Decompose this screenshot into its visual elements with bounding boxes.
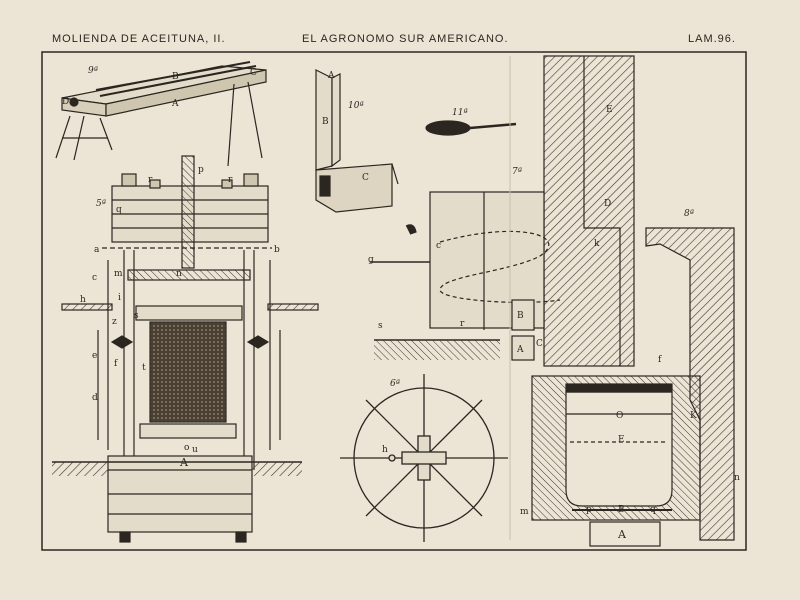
figure-11-number: 11ª bbox=[452, 108, 468, 118]
figure-8-boiler-section bbox=[531, 227, 735, 547]
publication-title: EL AGRONOMO SUR AMERICANO. bbox=[302, 33, 509, 45]
figure-11-paddle bbox=[425, 120, 517, 136]
figure-7-number: 7ª bbox=[512, 167, 522, 177]
fig5-label-z: z bbox=[112, 317, 117, 327]
fig5-label-d: d bbox=[92, 393, 98, 403]
fig10-label-b: B bbox=[322, 117, 329, 127]
fig8-label-A: A bbox=[617, 528, 627, 541]
fig5-label-h: h bbox=[80, 295, 86, 305]
fig7-label-D: D bbox=[604, 199, 611, 209]
figure-6-radial-paddle-wheel bbox=[340, 374, 508, 542]
fig5-label-u: u bbox=[192, 445, 198, 455]
fig9-label-b: B bbox=[172, 72, 179, 82]
fig5-label-o: o bbox=[184, 443, 189, 453]
figure-9-number: 9ª bbox=[88, 66, 98, 76]
fig5-label-a: a bbox=[94, 245, 100, 255]
fig7-label-s: s bbox=[378, 321, 383, 331]
fig8-label-E: E bbox=[618, 435, 625, 445]
figure-6-number: 6ª bbox=[390, 379, 400, 389]
figure-10-number: 10ª bbox=[348, 101, 364, 111]
fig8-label-O: O bbox=[616, 411, 623, 421]
figure-5-olive-press bbox=[52, 155, 319, 543]
fig5-label-n: n bbox=[176, 269, 182, 279]
fig9-label-c: C bbox=[250, 68, 257, 78]
fig7-label-r: r bbox=[460, 319, 465, 329]
fig5-label-s: s bbox=[134, 311, 139, 321]
fig7-label-E: E bbox=[606, 105, 613, 115]
fig7-label-B: B bbox=[517, 311, 524, 321]
fig5-label-q: q bbox=[116, 205, 122, 215]
fig8-label-q: q bbox=[650, 505, 656, 515]
fig5-label-f: f bbox=[114, 359, 118, 369]
fig8-label-B: B bbox=[618, 505, 625, 515]
fig7-label-A: A bbox=[516, 345, 524, 355]
figure-8-number: 8ª bbox=[684, 209, 694, 219]
fig10-label-c: C bbox=[362, 173, 369, 183]
figure-5-number: 5ª bbox=[96, 199, 106, 209]
fig5-label-e: e bbox=[92, 351, 97, 361]
fig10-label-a: A bbox=[327, 71, 335, 81]
fig8-label-m: m bbox=[520, 507, 529, 517]
plate-number: LAM.96. bbox=[688, 33, 736, 45]
fig5-label-m: m bbox=[114, 269, 123, 279]
fig7-label-g: g bbox=[368, 255, 374, 265]
fig5-label-r-left: r bbox=[148, 175, 153, 185]
figure-10-bracket bbox=[315, 69, 399, 213]
fig8-label-f: f bbox=[658, 355, 662, 365]
fig5-label-c: c bbox=[92, 273, 97, 283]
fig7-label-C: C bbox=[536, 339, 543, 349]
fig8-label-p: p bbox=[586, 505, 592, 515]
fig8-label-n: n bbox=[734, 473, 740, 483]
fig5-label-t: t bbox=[142, 363, 146, 373]
plate-border bbox=[41, 51, 747, 551]
fig5-label-b: b bbox=[274, 245, 280, 255]
fig6-label-h: h bbox=[382, 445, 388, 455]
fig9-label-a: A bbox=[171, 99, 179, 109]
fig5-label-r-right: r bbox=[228, 175, 233, 185]
fig5-label-A: A bbox=[179, 456, 189, 469]
fig8-label-K: K bbox=[690, 411, 697, 421]
plate-section-title: MOLIENDA DE ACEITUNA, II. bbox=[52, 33, 226, 45]
figure-9-trough-stand bbox=[55, 61, 267, 167]
fig7-label-c: c bbox=[436, 241, 441, 251]
figure-7-tank-section bbox=[370, 55, 635, 540]
fig9-label-d: D bbox=[62, 97, 69, 107]
fig7-label-k: k bbox=[594, 239, 600, 249]
fig5-label-i: i bbox=[118, 293, 121, 303]
fig5-label-p: p bbox=[198, 165, 204, 175]
